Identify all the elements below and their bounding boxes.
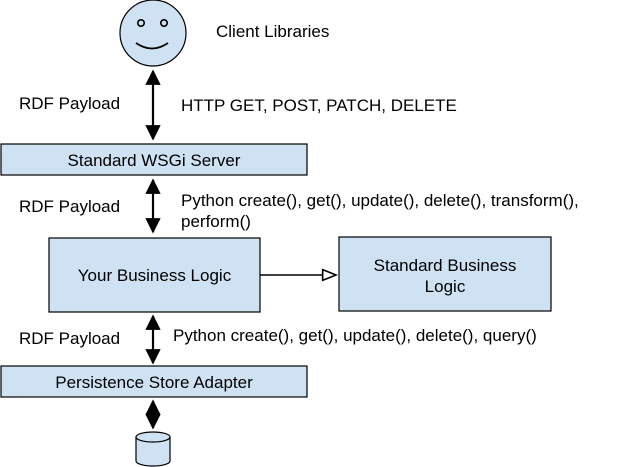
wsgi-server-label: Standard WSGi Server (67, 151, 241, 170)
persistence-adapter-label: Persistence Store Adapter (55, 373, 253, 392)
python-api-label-lower: Python create(), get(), update(), delete… (173, 326, 537, 345)
rdf-payload-label-middle: RDF Payload (19, 197, 121, 216)
smiley-face-icon (119, 0, 187, 67)
http-methods-label: HTTP GET, POST, PATCH, DELETE (181, 96, 457, 115)
rdf-payload-label-bottom: RDF Payload (19, 329, 121, 348)
rdf-payload-label-top: RDF Payload (19, 94, 121, 113)
python-api-label-upper-line1: Python create(), get(), update(), delete… (181, 191, 579, 210)
business-logic-label: Your Business Logic (77, 266, 232, 285)
wsgi-server-box (0, 143, 308, 176)
standard-business-logic-label-line1: Standard Business (373, 256, 517, 275)
persistence-adapter-box (0, 365, 308, 398)
database-cylinder-icon (135, 431, 171, 467)
client-libraries-label: Client Libraries (216, 22, 330, 41)
standard-business-logic-box (338, 236, 552, 312)
python-api-label-upper-line2: perform() (181, 212, 251, 231)
standard-business-logic-label-line2: Logic (424, 277, 466, 296)
